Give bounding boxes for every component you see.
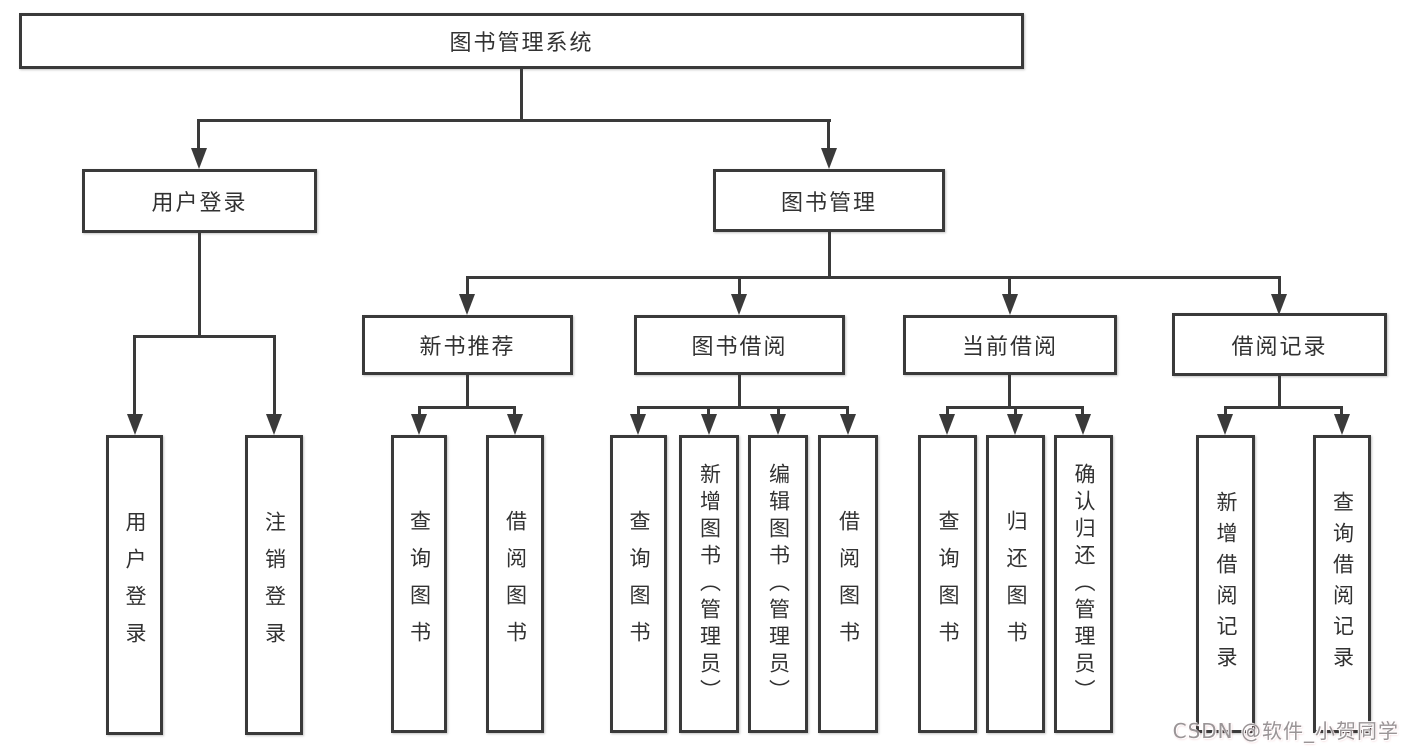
- arrow-records: [1271, 294, 1287, 315]
- connector-drop-cur-confirm: [1081, 406, 1084, 416]
- connector-drop-rec-borrow: [513, 406, 516, 416]
- arrow-cur-return: [1007, 414, 1023, 435]
- connector-drop-current: [1008, 276, 1011, 296]
- connector-drop-leaf-login: [133, 335, 136, 416]
- connector-current-stem: [1008, 375, 1011, 409]
- connector-user-login-rail: [134, 335, 275, 338]
- connector-drop-borrow: [738, 276, 741, 296]
- connector-book-management-stem: [828, 232, 831, 279]
- node-root: 图书管理系统: [19, 13, 1024, 69]
- arrow-recd-add: [1217, 414, 1233, 435]
- connector-drop-records: [1278, 276, 1281, 296]
- connector-drop-recd-add: [1224, 406, 1227, 416]
- connector-drop-bor-search: [637, 406, 640, 416]
- connector-drop-cur-return: [1014, 406, 1017, 416]
- arrow-recommend: [459, 294, 475, 315]
- connector-recommend-rail: [418, 406, 516, 409]
- node-user-login: 用户登录: [82, 169, 317, 233]
- leaf-borrow-add-book-admin: 新增图书（管理员）: [679, 435, 739, 733]
- leaf-records-search-record: 查询借阅记录: [1313, 435, 1371, 733]
- arrow-bor-search: [630, 414, 646, 435]
- arrow-leaf-login: [127, 414, 143, 435]
- connector-borrow-stem: [738, 375, 741, 409]
- connector-recommend-stem: [466, 375, 469, 409]
- leaf-current-confirm-return-admin: 确认归还（管理员）: [1054, 435, 1113, 733]
- connector-root-stem: [520, 69, 523, 122]
- connector-drop-bor-edit: [777, 406, 780, 416]
- arrow-book-management: [821, 148, 837, 169]
- leaf-borrow-edit-book-admin: 编辑图书（管理员）: [748, 435, 808, 733]
- node-book-borrow: 图书借阅: [634, 315, 845, 375]
- leaf-user-login: 用户登录: [106, 435, 163, 735]
- arrow-borrow: [731, 294, 747, 315]
- arrow-rec-search: [411, 414, 427, 435]
- connector-drop-book-management: [827, 119, 830, 150]
- node-borrow-records: 借阅记录: [1172, 313, 1387, 376]
- connector-drop-bor-borrow: [846, 406, 849, 416]
- connector-drop-recd-search: [1340, 406, 1343, 416]
- arrow-cur-search: [939, 414, 955, 435]
- arrow-bor-borrow: [840, 414, 856, 435]
- connector-user-login-stem: [198, 233, 201, 337]
- node-current-borrow: 当前借阅: [903, 315, 1117, 375]
- connector-drop-recommend: [466, 276, 469, 296]
- arrow-user-login: [191, 148, 207, 169]
- connector-records-rail: [1224, 406, 1343, 409]
- arrow-current: [1002, 294, 1018, 315]
- connector-borrow-rail: [637, 406, 849, 409]
- leaf-records-add-record: 新增借阅记录: [1196, 435, 1255, 733]
- connector-drop-user-login: [197, 119, 200, 150]
- leaf-borrow-search-book: 查询图书: [610, 435, 667, 733]
- node-new-book-recommend: 新书推荐: [362, 315, 573, 375]
- connector-level1-rail: [198, 119, 831, 122]
- connector-drop-leaf-logout: [273, 335, 276, 416]
- leaf-recommend-search-book: 查询图书: [391, 435, 447, 733]
- csdn-watermark: CSDN @软件_小贺同学: [1172, 719, 1399, 743]
- arrow-recd-search: [1334, 414, 1350, 435]
- connector-drop-rec-search: [418, 406, 421, 416]
- leaf-recommend-borrow-book: 借阅图书: [486, 435, 544, 733]
- leaf-borrow-borrow-book: 借阅图书: [818, 435, 878, 733]
- connector-drop-bor-add: [707, 406, 710, 416]
- arrow-leaf-logout: [266, 414, 282, 435]
- arrow-cur-confirm: [1075, 414, 1091, 435]
- leaf-current-return-book: 归还图书: [986, 435, 1045, 733]
- arrow-bor-edit: [770, 414, 786, 435]
- leaf-current-search-book: 查询图书: [918, 435, 977, 733]
- arrow-bor-add: [701, 414, 717, 435]
- node-book-management: 图书管理: [713, 169, 945, 232]
- connector-drop-cur-search: [946, 406, 949, 416]
- arrow-rec-borrow: [507, 414, 523, 435]
- connector-records-stem: [1278, 376, 1281, 409]
- leaf-logout: 注销登录: [245, 435, 303, 735]
- connector-level2-rail: [466, 276, 1281, 279]
